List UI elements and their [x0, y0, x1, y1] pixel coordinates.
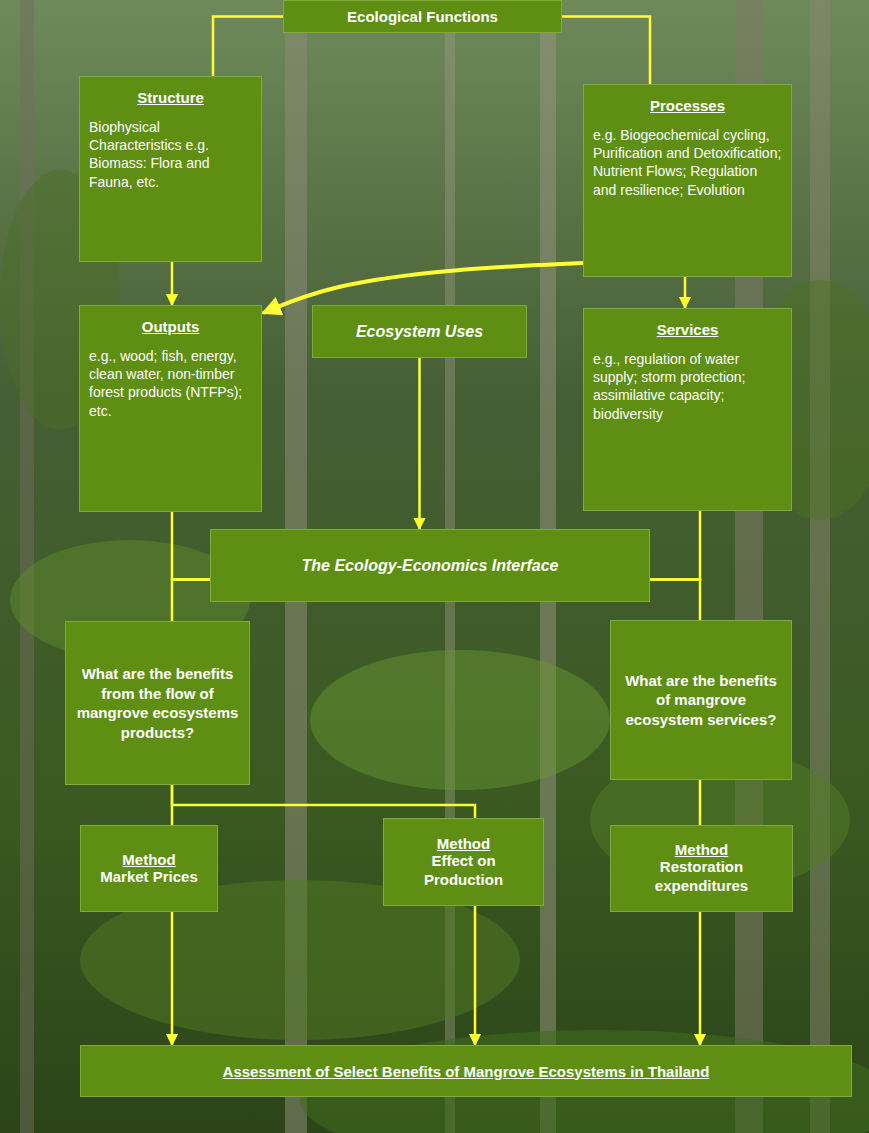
box-heading: Ecological Functions: [293, 8, 552, 25]
green-box: Assessment of Select Benefits of Mangrov…: [80, 1045, 852, 1097]
green-box: The Ecology-Economics Interface: [210, 529, 650, 602]
connector-line: [213, 17, 283, 77]
box-heading: Method: [620, 841, 783, 858]
green-box: Services e.g., regulation of water supply…: [583, 308, 792, 511]
box-text: e.g. Biogeochemical cycling, Purificatio…: [593, 126, 782, 199]
connector-line: [172, 580, 210, 622]
green-box: StructureBiophysical Characteristics e.g…: [79, 76, 262, 262]
box-heading: What are the benefits from the flow of m…: [75, 664, 240, 742]
box-heading: The Ecology-Economics Interface: [220, 556, 640, 575]
green-box: MethodMarket Prices: [80, 825, 218, 912]
box-text: Market Prices: [90, 868, 208, 887]
green-box: Processes e.g. Biogeochemical cycling, Pu…: [583, 84, 792, 277]
box-heading: Assessment of Select Benefits of Mangrov…: [90, 1063, 842, 1080]
green-box: What are the benefits of mangrove ecosys…: [610, 620, 792, 780]
box-heading: Method: [393, 835, 534, 852]
connector-line: [650, 580, 700, 621]
connector-line: [172, 512, 210, 580]
connector-line: [699, 780, 702, 825]
connector-line: [650, 511, 700, 580]
green-box: What are the benefits from the flow of m…: [65, 621, 250, 785]
box-heading: Structure: [89, 89, 252, 106]
connector-line: [171, 262, 174, 305]
box-text: Effect on Production: [393, 852, 534, 890]
box-text: Restoration expenditures: [620, 858, 783, 896]
tree-trunk: [810, 0, 830, 1133]
box-heading: Method: [90, 851, 208, 868]
box-heading: Outputs: [89, 318, 252, 335]
connector-line: [699, 912, 702, 1045]
green-box: MethodEffect on Production: [383, 818, 544, 906]
connector-line: [172, 785, 475, 818]
green-box: MethodRestoration expenditures: [610, 825, 793, 912]
connector-line: [562, 17, 650, 85]
connector-line: [171, 912, 174, 1045]
box-text: e.g., regulation of water supply; storm …: [593, 350, 782, 423]
green-box: Ecosystem Uses: [312, 305, 527, 358]
connector-line: [474, 906, 477, 1045]
box-heading: What are the benefits of mangrove ecosys…: [620, 671, 782, 730]
green-box: Ecological Functions: [283, 0, 562, 33]
green-box: Outputs e.g., wood; fish, energy, clean w…: [79, 305, 262, 512]
fern-leaves: [310, 650, 610, 790]
box-heading: Services: [593, 321, 782, 338]
box-heading: Ecosystem Uses: [322, 322, 517, 341]
connector-line: [684, 277, 687, 308]
box-text: Biophysical Characteristics e.g. Biomass…: [89, 118, 252, 191]
box-text: e.g., wood; fish, energy, clean water, n…: [89, 347, 252, 420]
connector-line: [418, 358, 421, 529]
box-heading: Processes: [593, 97, 782, 114]
